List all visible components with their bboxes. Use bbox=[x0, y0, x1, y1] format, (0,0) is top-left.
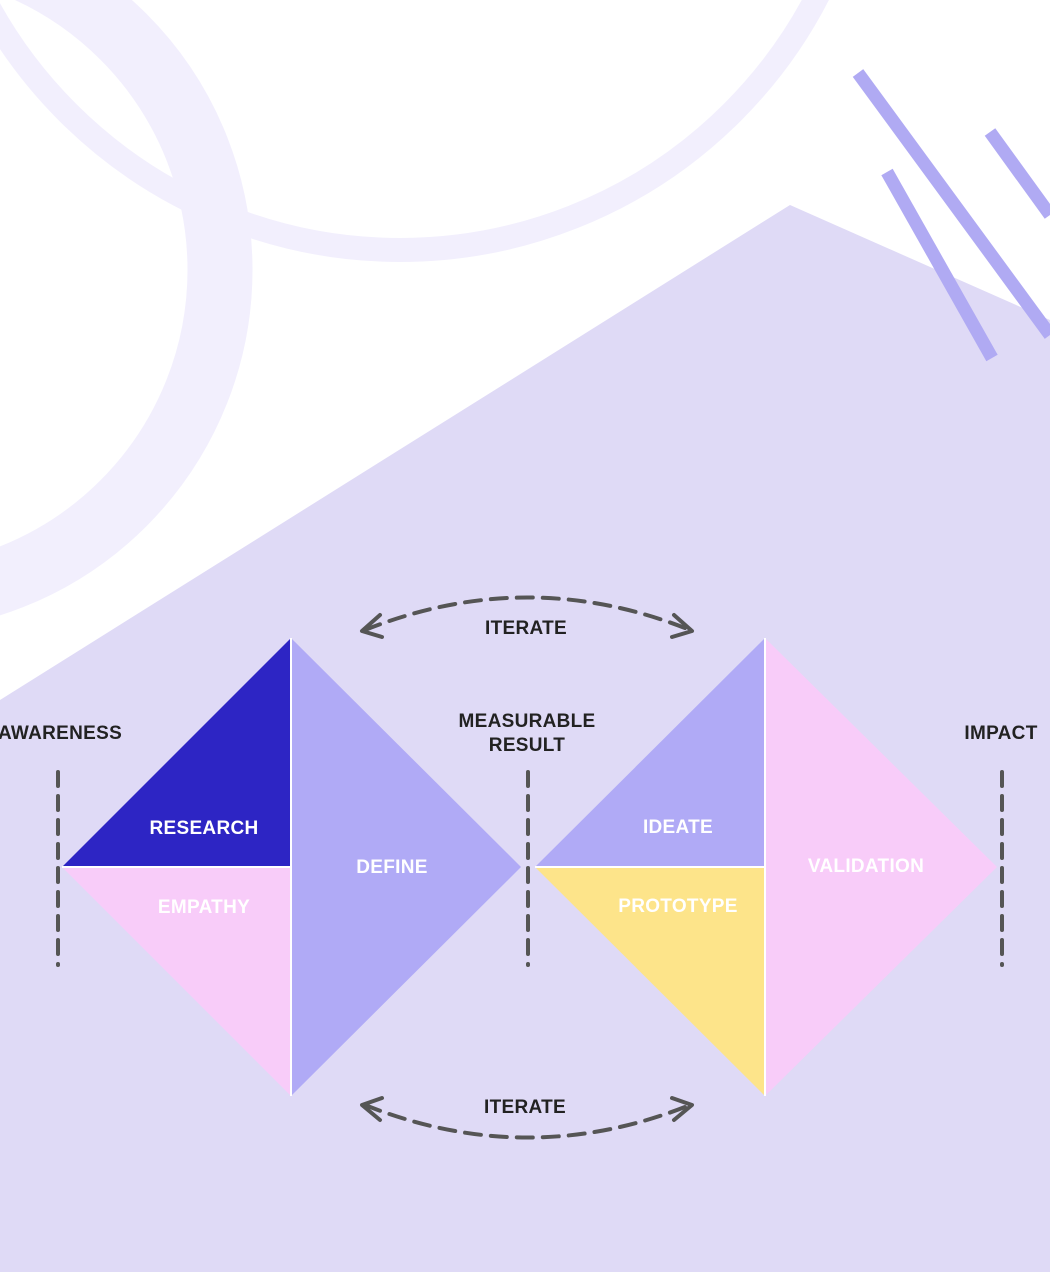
define-triangle bbox=[291, 638, 521, 1096]
awareness-label: AWARENESS bbox=[0, 723, 122, 744]
arrowhead-left-icon bbox=[360, 1096, 384, 1122]
background-ring-left bbox=[0, 0, 253, 616]
arrowhead-right-icon bbox=[670, 1096, 694, 1122]
arrowhead-right-icon bbox=[670, 613, 694, 639]
validation-label: VALIDATION bbox=[808, 856, 924, 877]
empathy-triangle bbox=[62, 867, 291, 1096]
background-ring-large bbox=[0, 0, 829, 262]
ideate-triangle bbox=[535, 638, 765, 867]
iterate-arc-bottom bbox=[363, 1103, 692, 1140]
empathy-label: EMPATHY bbox=[158, 897, 250, 918]
iterate-label-bottom: ITERATE bbox=[484, 1097, 566, 1118]
validation-triangle bbox=[765, 638, 997, 1096]
measurable-label: MEASURABLE bbox=[458, 711, 595, 732]
ideate-label: IDEATE bbox=[643, 817, 713, 838]
arrowhead-left-icon bbox=[360, 613, 384, 639]
zigzag-decoration-2 bbox=[881, 168, 998, 362]
prototype-label: PROTOTYPE bbox=[618, 896, 738, 917]
impact-label: IMPACT bbox=[964, 723, 1037, 744]
define-label: DEFINE bbox=[356, 857, 427, 878]
result-label: RESULT bbox=[489, 735, 565, 756]
zigzag-decoration bbox=[852, 69, 1050, 339]
zigzag-decoration-3 bbox=[984, 128, 1050, 219]
iterate-arc-top bbox=[363, 595, 692, 632]
research-label: RESEARCH bbox=[149, 818, 258, 839]
iterate-label-top: ITERATE bbox=[485, 618, 567, 639]
research-triangle bbox=[62, 638, 291, 867]
prototype-triangle bbox=[535, 867, 765, 1096]
